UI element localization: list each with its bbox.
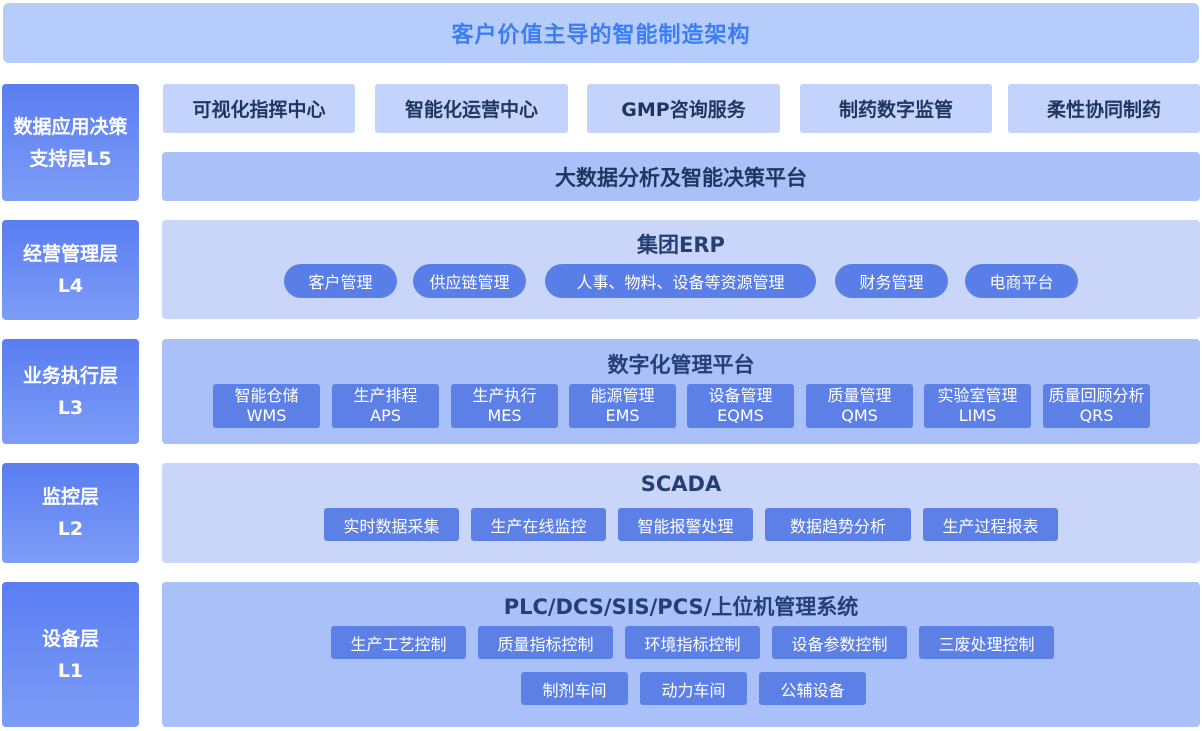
- l1-item-quality-control: 质量指标控制: [478, 626, 613, 659]
- l2-panel-title: SCADA: [640, 472, 722, 496]
- l3-panel-title: 数字化管理平台: [607, 353, 755, 377]
- l3-system-aps: 生产排程 APS: [332, 384, 439, 428]
- l3-system-wms: 智能仓储 WMS: [213, 384, 320, 428]
- layer-l1-label-line2: L1: [57, 659, 84, 682]
- l3-system-eqms-abbr: EQMS: [717, 406, 764, 425]
- l4-erp-panel: 集团ERP 客户管理 供应链管理 人事、物料、设备等资源管理 财务管理 电商平台: [162, 220, 1200, 319]
- layer-label-l4: 经营管理层 L4: [2, 220, 139, 320]
- l3-system-wms-abbr: WMS: [246, 406, 287, 425]
- l3-digital-platform-panel: 数字化管理平台 智能仓储 WMS 生产排程 APS 生产执行 MES 能源管理 …: [162, 339, 1200, 444]
- l4-item-ecommerce: 电商平台: [965, 264, 1078, 298]
- layer-label-l2: 监控层 L2: [2, 463, 139, 563]
- l3-system-eqms: 设备管理 EQMS: [687, 384, 794, 428]
- l3-system-qms-abbr: QMS: [841, 406, 878, 425]
- layer-l5-label-line2: 支持层L5: [29, 147, 112, 170]
- l1-item-preparation-workshop: 制剂车间: [521, 672, 628, 705]
- l3-system-qrs: 质量回顾分析 QRS: [1043, 384, 1150, 428]
- l3-system-qrs-name: 质量回顾分析: [1048, 386, 1145, 405]
- l3-system-ems-abbr: EMS: [605, 406, 640, 425]
- l1-item-power-workshop: 动力车间: [640, 672, 747, 705]
- layer-label-l5: 数据应用决策 支持层L5: [2, 84, 139, 201]
- l1-item-environment-control: 环境指标控制: [625, 626, 760, 659]
- l1-item-utility-equipment: 公辅设备: [759, 672, 866, 705]
- l4-item-resource-management: 人事、物料、设备等资源管理: [545, 264, 816, 298]
- l2-item-trend-analysis: 数据趋势分析: [765, 508, 911, 541]
- l3-system-qms: 质量管理 QMS: [806, 384, 913, 428]
- l1-item-equipment-parameter-control: 设备参数控制: [772, 626, 907, 659]
- l1-panel-title: PLC/DCS/SIS/PCS/上位机管理系统: [503, 595, 859, 619]
- l5-app-intelligent-operations: 智能化运营中心: [375, 84, 568, 133]
- l2-item-process-reports: 生产过程报表: [923, 508, 1058, 541]
- l3-system-lims-name: 实验室管理: [937, 386, 1018, 405]
- layer-l3-label-line1: 业务执行层: [22, 364, 118, 387]
- l3-system-aps-abbr: APS: [370, 406, 401, 425]
- l2-item-realtime-data: 实时数据采集: [324, 508, 459, 541]
- l3-system-wms-name: 智能仓储: [234, 386, 299, 405]
- l3-system-lims: 实验室管理 LIMS: [924, 384, 1031, 428]
- l5-app-pharma-digital-supervision: 制药数字监管: [800, 84, 992, 133]
- l5-app-gmp-consulting: GMP咨询服务: [587, 84, 780, 133]
- layer-label-l1: 设备层 L1: [2, 582, 139, 727]
- l2-item-alarm-handling: 智能报警处理: [618, 508, 753, 541]
- l5-app-flexible-collaborative-pharma: 柔性协同制药: [1008, 84, 1200, 133]
- layer-l3-label-line2: L3: [57, 396, 84, 419]
- l3-system-ems: 能源管理 EMS: [569, 384, 676, 428]
- l1-item-process-control: 生产工艺控制: [331, 626, 466, 659]
- l3-system-ems-name: 能源管理: [590, 386, 655, 405]
- l1-device-panel: PLC/DCS/SIS/PCS/上位机管理系统 生产工艺控制 质量指标控制 环境…: [162, 582, 1200, 727]
- layer-label-l3: 业务执行层 L3: [2, 339, 139, 444]
- l4-item-supply-chain: 供应链管理: [413, 264, 526, 298]
- l3-system-qrs-abbr: QRS: [1079, 406, 1114, 425]
- layer-l5-label-line1: 数据应用决策: [13, 115, 128, 138]
- l3-system-mes-name: 生产执行: [472, 386, 537, 405]
- l3-system-mes: 生产执行 MES: [451, 384, 558, 428]
- l2-scada-panel: SCADA 实时数据采集 生产在线监控 智能报警处理 数据趋势分析 生产过程报表: [162, 463, 1200, 563]
- l3-system-aps-name: 生产排程: [353, 386, 418, 405]
- layer-l2-label-line1: 监控层: [41, 486, 99, 508]
- l4-item-customer-management: 客户管理: [284, 264, 397, 298]
- layer-l2-label-line2: L2: [57, 518, 84, 540]
- l5-app-visual-command-center: 可视化指挥中心: [163, 84, 355, 133]
- page-title: 客户价值主导的智能制造架构: [3, 3, 1199, 63]
- l5-big-data-platform: 大数据分析及智能决策平台: [162, 152, 1200, 201]
- l4-item-finance: 财务管理: [835, 264, 948, 298]
- layer-l1-label-line1: 设备层: [41, 627, 99, 650]
- l1-item-waste-treatment-control: 三废处理控制: [919, 626, 1054, 659]
- layer-l4-label-line2: L4: [57, 275, 84, 297]
- l3-system-lims-abbr: LIMS: [958, 406, 997, 425]
- l3-system-mes-abbr: MES: [487, 406, 522, 425]
- layer-l4-label-line1: 经营管理层: [22, 243, 118, 265]
- l3-system-eqms-name: 设备管理: [708, 386, 773, 405]
- l4-panel-title: 集团ERP: [637, 233, 725, 257]
- l2-item-online-monitoring: 生产在线监控: [471, 508, 606, 541]
- l3-system-qms-name: 质量管理: [827, 386, 892, 405]
